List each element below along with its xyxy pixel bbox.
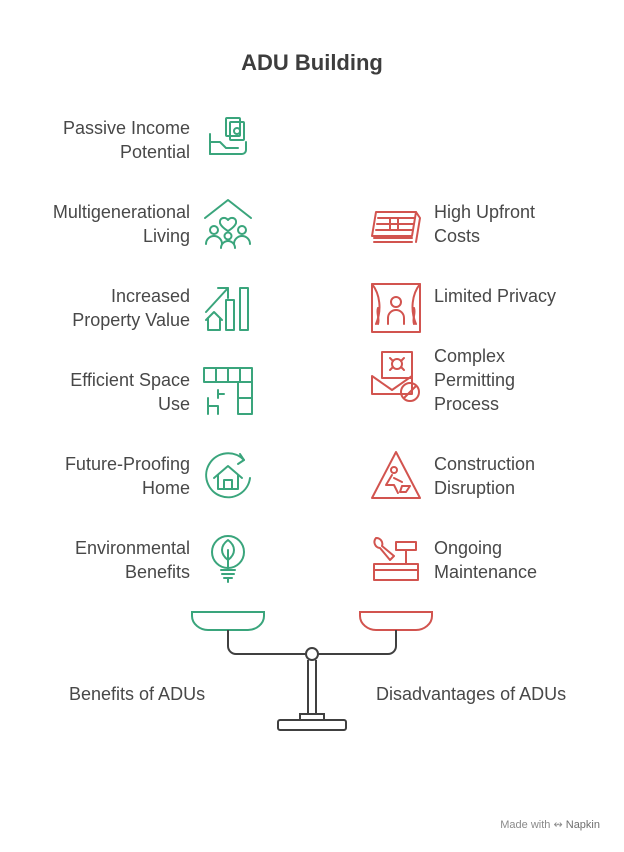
eco-bulb-icon — [200, 532, 256, 588]
benefits-pan — [191, 611, 265, 631]
benefit-label-future-proofing: Future-Proofing Home — [64, 454, 190, 498]
napkin-logo-icon: ↭ — [553, 819, 563, 831]
diagram-title: ADU Building — [241, 50, 383, 75]
curtain-window-icon — [368, 280, 424, 336]
footer-prefix: Made with — [500, 819, 551, 831]
benefit-label-multigenerational: Multigenerational Living — [52, 202, 190, 246]
disadvantage-label-permitting: Complex Permitting Process — [434, 346, 516, 414]
cash-stack-icon — [368, 196, 424, 252]
scale-pivot — [305, 647, 319, 661]
disadvantage-label-maintenance: Ongoing Maintenance — [434, 538, 538, 582]
scale-beam — [227, 630, 397, 655]
disadvantage-label-upfront-costs: High Upfront Costs — [434, 202, 536, 246]
disadvantage-label-construction: Construction Disruption — [434, 454, 536, 498]
disadvantages-pan — [359, 611, 433, 631]
permit-denied-icon — [368, 348, 424, 404]
scale-stand — [277, 660, 347, 731]
footer-brand: Napkin — [565, 819, 600, 831]
home-cycle-icon — [200, 448, 256, 504]
disadvantage-label-privacy: Limited Privacy — [434, 286, 557, 306]
benefit-label-passive-income: Passive Income Potential — [62, 118, 190, 162]
benefit-label-property-value: Increased Property Value — [72, 286, 190, 330]
footer-credit: Made with ↭ Napkin — [500, 818, 600, 831]
floor-plan-icon — [200, 364, 256, 420]
toolbox-icon — [368, 532, 424, 588]
family-home-icon — [200, 196, 256, 252]
money-hand-icon — [200, 112, 256, 168]
disadvantages-group-label: Disadvantages of ADUs — [376, 684, 567, 704]
benefits-group-label: Benefits of ADUs — [69, 684, 206, 704]
benefit-label-space-use: Efficient Space Use — [70, 370, 190, 414]
value-growth-icon — [200, 280, 256, 336]
benefit-label-environmental: Environmental Benefits — [74, 538, 190, 582]
construction-sign-icon — [368, 448, 424, 504]
